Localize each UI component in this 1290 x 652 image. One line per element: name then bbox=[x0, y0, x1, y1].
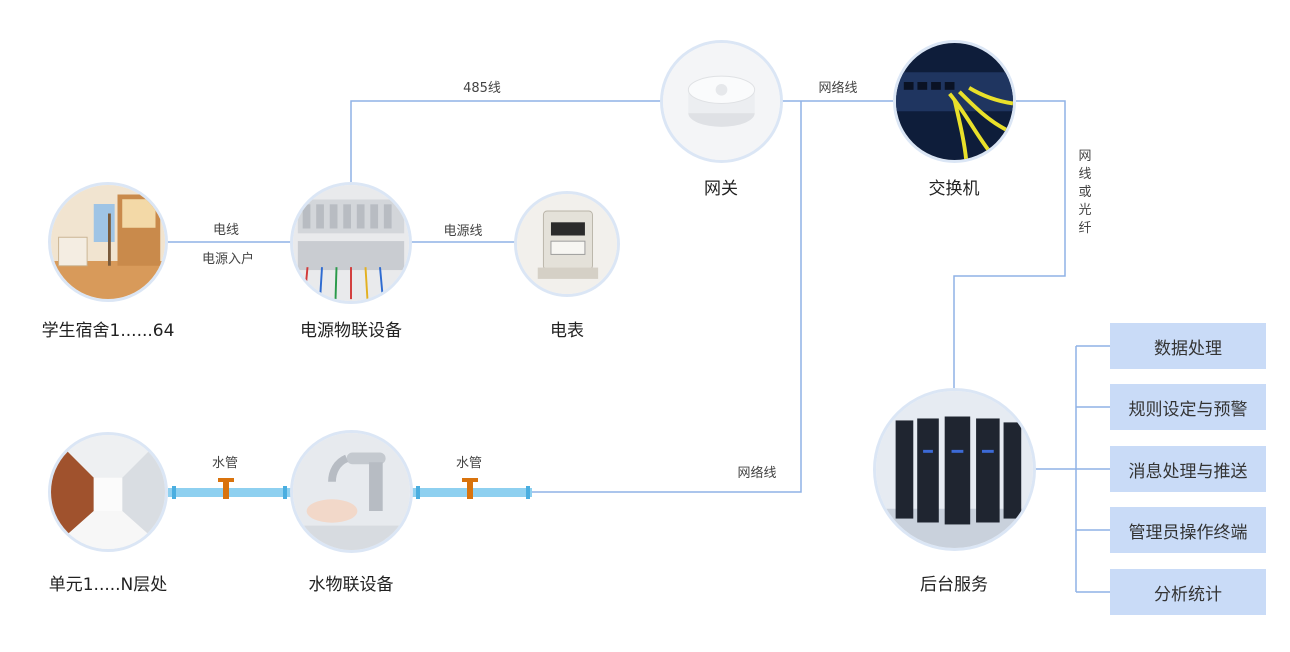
edge-label-gateway-switch: 网络线 bbox=[818, 81, 858, 96]
service-admin-terminal: 管理员操作终端 bbox=[1110, 507, 1266, 553]
valve-icon bbox=[462, 478, 478, 499]
power-iot-image bbox=[290, 182, 412, 304]
edge-label-water-network: 网络线 bbox=[737, 466, 777, 481]
switch-backend-line bbox=[953, 100, 1066, 388]
dorm-image bbox=[48, 182, 168, 302]
gateway-label: 网关 bbox=[704, 179, 738, 199]
switch-image bbox=[893, 40, 1016, 163]
service-statistics: 分析统计 bbox=[1110, 569, 1266, 615]
unit-floor-label: 单元1.....N层处 bbox=[48, 575, 168, 595]
valve-icon bbox=[218, 478, 234, 499]
backend-image bbox=[873, 388, 1036, 551]
water-iot-image bbox=[290, 430, 413, 553]
edge-label-power-gateway: 485线 bbox=[463, 81, 501, 96]
service-data-processing: 数据处理 bbox=[1110, 323, 1266, 369]
service-rules-alerts: 规则设定与预警 bbox=[1110, 384, 1266, 430]
water-pipe-right bbox=[412, 478, 532, 499]
dorm-label: 学生宿舍1......64 bbox=[41, 321, 175, 341]
edge-label-dorm-power-bottom: 电源入户 bbox=[201, 252, 255, 267]
water-pipe-left bbox=[168, 478, 291, 499]
power-gateway-line bbox=[350, 100, 661, 182]
water-iot-label: 水物联设备 bbox=[308, 575, 394, 595]
gateway-image bbox=[660, 40, 783, 163]
edge-label-water-pipe: 水管 bbox=[455, 456, 483, 471]
service-message-push: 消息处理与推送 bbox=[1110, 446, 1266, 492]
switch-label: 交换机 bbox=[928, 179, 980, 199]
edge-label-switch-backend: 网线或光纤 bbox=[1078, 149, 1092, 236]
unit-floor-image bbox=[48, 432, 168, 552]
edge-label-dorm-power-top: 电线 bbox=[212, 223, 240, 238]
power-iot-label: 电源物联设备 bbox=[300, 321, 402, 341]
edge-label-power-meter: 电源线 bbox=[443, 224, 483, 239]
meter-image bbox=[514, 191, 620, 297]
meter-label: 电表 bbox=[550, 321, 584, 341]
backend-label: 后台服务 bbox=[920, 575, 988, 595]
edge-label-unit-water: 水管 bbox=[211, 456, 239, 471]
water-network-line bbox=[530, 101, 802, 493]
